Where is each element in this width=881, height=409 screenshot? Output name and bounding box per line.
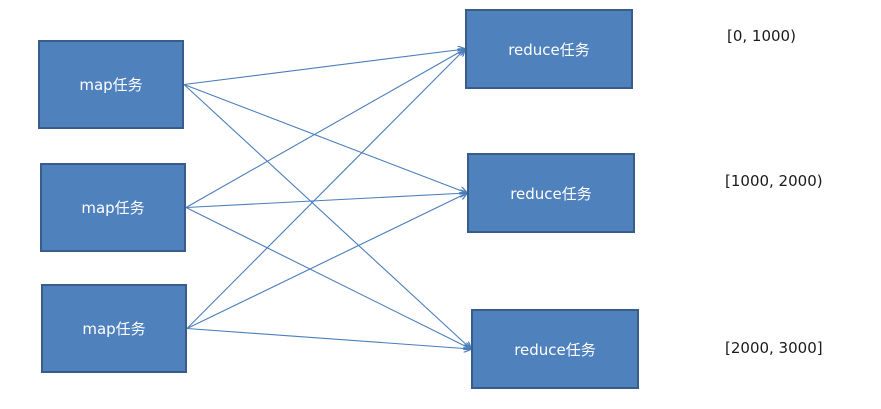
reduce-task-label: reduce任务 [508,40,590,59]
reduce-task-box-2: reduce任务 [467,153,635,233]
arrow-map1-to-reduce2 [183,83,467,194]
reduce-task-label: reduce任务 [510,184,592,203]
arrow-map2-to-reduce3 [185,207,471,350]
partition-range-2: [1000, 2000) [725,172,823,190]
arrow-map3-to-reduce2 [186,193,467,329]
reduce-task-box-1: reduce任务 [465,9,633,89]
partition-range-1: [0, 1000) [727,27,796,45]
map-task-box-2: map任务 [40,163,186,252]
map-task-label: map任务 [81,199,145,217]
map-task-box-1: map任务 [38,40,184,129]
arrow-map2-to-reduce1 [185,49,465,208]
arrow-map1-to-reduce3 [183,84,471,350]
arrow-map3-to-reduce3 [186,327,471,350]
partition-range-3: [2000, 3000] [725,339,823,357]
map-task-label: map任务 [79,76,143,94]
arrow-map2-to-reduce2 [185,193,467,209]
reduce-task-label: reduce任务 [514,340,596,359]
arrow-map3-to-reduce1 [186,49,465,329]
shuffle-arrows [183,49,471,350]
map-task-box-3: map任务 [41,284,187,373]
map-task-label: map任务 [82,320,146,338]
arrow-map1-to-reduce1 [183,49,465,86]
reduce-task-box-3: reduce任务 [471,309,639,389]
